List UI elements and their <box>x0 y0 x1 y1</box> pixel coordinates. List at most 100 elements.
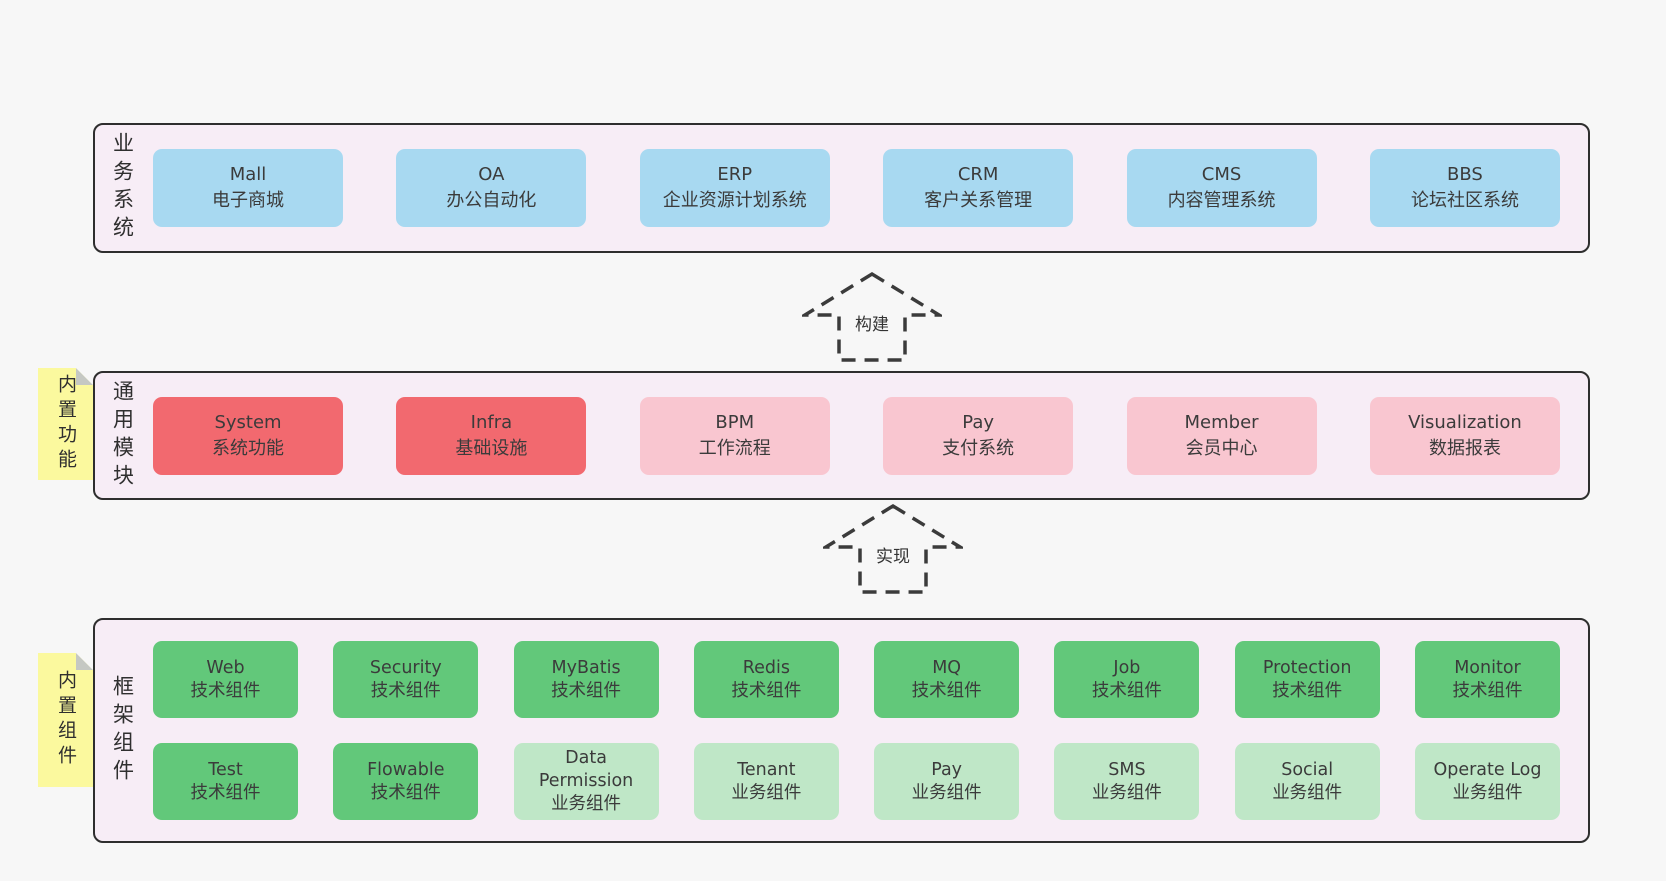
card-member: Member 会员中心 <box>1126 396 1317 475</box>
card-title: Web <box>206 657 245 678</box>
card-title: Protection <box>1262 657 1352 678</box>
card-title: Social <box>1281 759 1334 780</box>
card-test: Test 技术组件 <box>153 743 298 820</box>
card-visualization: Visualization 数据报表 <box>1369 396 1560 475</box>
card-subtitle: 业务组件 <box>1452 782 1523 803</box>
card-title: BPM <box>715 411 755 433</box>
card-flowable: Flowable 技术组件 <box>333 743 479 820</box>
card-erp: ERP 企业资源计划系统 <box>639 149 830 227</box>
arrow-implement: 实现 <box>823 503 963 595</box>
card-title: Pay <box>962 411 995 433</box>
band-row: Web 技术组件 Security 技术组件 MyBatis 技术组件 Redi… <box>153 641 1560 718</box>
dashed-up-arrow-icon <box>823 503 963 594</box>
card-bbs: BBS 论坛社区系统 <box>1369 149 1560 227</box>
card-job: Job 技术组件 <box>1054 641 1200 718</box>
card-protection: Protection 技术组件 <box>1234 641 1380 718</box>
card-title: Visualization <box>1408 411 1522 433</box>
card-subtitle: 技术组件 <box>190 680 261 701</box>
card-infra: Infra 基础设施 <box>396 396 587 475</box>
sticky-note-builtin-components: 内置组件 <box>38 653 93 787</box>
card-title: Tenant <box>737 759 796 780</box>
card-subtitle: 业务组件 <box>731 782 802 803</box>
card-subtitle: 业务组件 <box>1091 782 1162 803</box>
band-framework-components: 框架组件 Web 技术组件 Security 技术组件 MyBatis 技术组件… <box>93 618 1590 843</box>
card-title: Member <box>1184 411 1259 433</box>
card-title: MQ <box>932 657 962 678</box>
band-label-framework-components: 框架组件 <box>110 674 135 787</box>
band-row: Test 技术组件 Flowable 技术组件 Data Permission … <box>153 743 1560 820</box>
card-title: Infra <box>470 411 513 433</box>
band-label-common-modules: 通用模块 <box>110 379 135 492</box>
card-bpm: BPM 工作流程 <box>639 396 830 475</box>
card-subtitle: 基础设施 <box>455 437 528 459</box>
card-redis: Redis 技术组件 <box>693 641 839 718</box>
card-mq: MQ 技术组件 <box>874 641 1020 718</box>
card-cms: CMS 内容管理系统 <box>1126 149 1317 227</box>
card-monitor: Monitor 技术组件 <box>1414 641 1560 718</box>
card-subtitle: 工作流程 <box>698 437 771 459</box>
card-title: Pay <box>931 759 963 780</box>
card-tenant: Tenant 业务组件 <box>693 743 839 820</box>
arrow-label: 实现 <box>873 541 913 567</box>
card-subtitle: 数据报表 <box>1428 437 1501 459</box>
card-mybatis: MyBatis 技术组件 <box>513 641 659 718</box>
card-subtitle: 技术组件 <box>551 680 622 701</box>
card-title: ERP <box>717 164 753 185</box>
card-subtitle: 支付系统 <box>942 437 1015 459</box>
card-security: Security 技术组件 <box>333 641 479 718</box>
card-subtitle: 技术组件 <box>370 782 441 803</box>
card-title: Flowable <box>367 759 445 780</box>
card-title: System <box>214 411 282 433</box>
card-data-permission: Data Permission 业务组件 <box>513 743 659 820</box>
card-title: Mall <box>229 164 267 185</box>
card-title: OA <box>478 164 505 185</box>
card-subtitle: 电子商城 <box>212 190 284 211</box>
band-label-business-systems: 业务系统 <box>110 132 135 244</box>
card-subtitle: 会员中心 <box>1185 437 1258 459</box>
card-subtitle: 技术组件 <box>911 680 982 701</box>
card-subtitle: 业务组件 <box>911 782 982 803</box>
card-title: BBS <box>1447 164 1483 185</box>
card-subtitle: 系统功能 <box>212 437 284 459</box>
card-oa: OA 办公自动化 <box>396 149 587 227</box>
band-content: Mall 电子商城 OA 办公自动化 ERP 企业资源计划系统 CRM 客户关系… <box>153 125 1560 251</box>
arrow-build: 构建 <box>802 271 942 363</box>
card-title: MyBatis <box>551 657 621 678</box>
card-title: CMS <box>1201 164 1242 185</box>
card-subtitle: 办公自动化 <box>446 190 537 211</box>
card-sms: SMS 业务组件 <box>1054 743 1200 820</box>
card-subtitle: 技术组件 <box>731 680 802 701</box>
sticky-note-builtin-features: 内置功能 <box>38 368 93 480</box>
card-title: Security <box>369 657 442 678</box>
card-subtitle: 业务组件 <box>551 794 622 814</box>
card-subtitle: 技术组件 <box>1452 680 1523 701</box>
card-subtitle: 业务组件 <box>1272 782 1343 803</box>
card-web: Web 技术组件 <box>153 641 298 718</box>
card-pay-biz: Pay 业务组件 <box>874 743 1020 820</box>
card-title: Data Permission <box>538 748 634 791</box>
sticky-note-label: 内置功能 <box>55 374 77 474</box>
card-social: Social 业务组件 <box>1234 743 1380 820</box>
arrow-label: 构建 <box>852 309 892 335</box>
card-operate-log: Operate Log 业务组件 <box>1414 743 1560 820</box>
card-title: Redis <box>742 657 790 678</box>
card-subtitle: 技术组件 <box>1272 680 1343 701</box>
card-subtitle: 客户关系管理 <box>924 190 1033 211</box>
card-title: SMS <box>1108 759 1146 780</box>
card-title: Operate Log <box>1433 759 1542 780</box>
card-pay: Pay 支付系统 <box>883 396 1074 475</box>
card-subtitle: 企业资源计划系统 <box>662 190 807 211</box>
band-common-modules: 通用模块 System 系统功能 Infra 基础设施 BPM 工作流程 Pay… <box>93 371 1590 500</box>
card-subtitle: 技术组件 <box>190 782 261 803</box>
card-subtitle: 论坛社区系统 <box>1410 190 1519 211</box>
dashed-up-arrow-icon <box>802 271 942 362</box>
card-crm: CRM 客户关系管理 <box>883 149 1074 227</box>
band-content: System 系统功能 Infra 基础设施 BPM 工作流程 Pay 支付系统… <box>153 373 1560 498</box>
sticky-note-label: 内置组件 <box>55 670 77 770</box>
band-row: System 系统功能 Infra 基础设施 BPM 工作流程 Pay 支付系统… <box>153 396 1560 475</box>
card-title: Test <box>208 759 243 780</box>
band-business-systems: 业务系统 Mall 电子商城 OA 办公自动化 ERP 企业资源计划系统 CRM… <box>93 123 1590 253</box>
band-row: Mall 电子商城 OA 办公自动化 ERP 企业资源计划系统 CRM 客户关系… <box>153 149 1560 227</box>
card-title: Job <box>1113 657 1141 678</box>
card-title: CRM <box>957 164 999 185</box>
